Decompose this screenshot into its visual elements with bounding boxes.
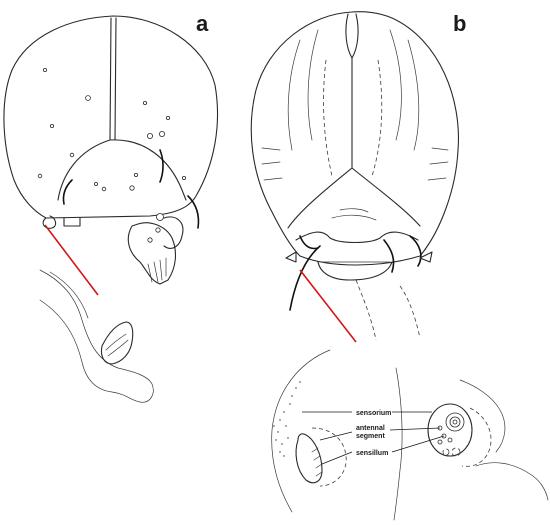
leader-sensillum-right [391, 435, 445, 453]
pore-a-7 [158, 130, 165, 137]
pore-mandible-3 [156, 213, 164, 221]
pore-a-5 [50, 124, 55, 129]
leader-antennal-right [389, 427, 441, 431]
antenna-left-a [42, 215, 57, 229]
pore-a-11 [94, 181, 99, 186]
maxilla-a [163, 216, 184, 249]
apical-cleft-b [345, 13, 359, 59]
panel-a: a [3, 11, 219, 403]
head-capsule-outline-a [3, 15, 219, 219]
seta-inner-right-b [383, 239, 395, 273]
labrum-b [317, 261, 393, 281]
panel-b: b [250, 11, 549, 521]
callout-sensorium: sensorium [356, 410, 391, 417]
pore-a-1 [43, 68, 48, 73]
stippling-b [273, 381, 301, 457]
pore-a-3 [142, 101, 147, 106]
callout-antennal-2: segment [356, 433, 385, 440]
dashed-lines-b [323, 59, 421, 341]
capsule-edge-b [271, 349, 331, 513]
mandible-teeth-a [147, 257, 167, 283]
leader-antennal-left [319, 431, 353, 441]
antennal-cup-left-b [295, 433, 323, 484]
pore-mandible-2 [155, 227, 161, 233]
seta-gena-left-a [62, 179, 73, 205]
sensilla-left-b [311, 447, 323, 477]
striae-b [261, 29, 449, 181]
sensillum-pore-4-b [447, 437, 453, 443]
antennal-papilla-a [100, 321, 134, 365]
antenna-left-b [285, 251, 297, 263]
pore-a-9 [133, 172, 138, 177]
detail-pointer-a [44, 224, 99, 296]
hair-b-1 [331, 208, 377, 221]
mandible-a [127, 222, 177, 285]
seta-left-b [289, 245, 321, 311]
pore-a-6 [146, 132, 153, 139]
panel-label-b: b [453, 11, 466, 36]
seta-right-b [409, 235, 422, 267]
pore-a-8 [69, 152, 75, 158]
pore-a-14 [181, 175, 186, 180]
seta-inner-left-b [299, 235, 319, 250]
clypeus-b [295, 231, 419, 244]
seta-gena-right-a [187, 195, 200, 229]
antenna-right-b [419, 251, 433, 263]
head-capsule-outline-b [250, 11, 460, 266]
antenna-detail-b [271, 349, 549, 521]
antenna-detail-a [39, 269, 154, 403]
pore-a-10 [37, 173, 43, 179]
callout-antennal-1: antennal [356, 425, 385, 432]
leader-sensillum-left [321, 451, 353, 465]
frontal-suture-b [287, 167, 421, 229]
sensillum-pore-3-b [437, 439, 443, 445]
callout-sensillum: sensillum [356, 450, 388, 457]
seta-frons-a [159, 149, 164, 183]
pore-a-13 [129, 185, 135, 191]
detail-pointer-b [299, 269, 357, 343]
pore-a-12 [101, 186, 107, 192]
frontoclypeal-plate-a [57, 139, 187, 201]
pore-mandible-1 [147, 237, 153, 243]
panel-label-a: a [196, 11, 209, 36]
antennal-base-right-b [427, 403, 473, 457]
pore-a-4 [165, 116, 170, 121]
pore-a-2 [85, 95, 91, 101]
epicranial-suture-a [109, 17, 117, 141]
labrum-a [63, 217, 81, 227]
